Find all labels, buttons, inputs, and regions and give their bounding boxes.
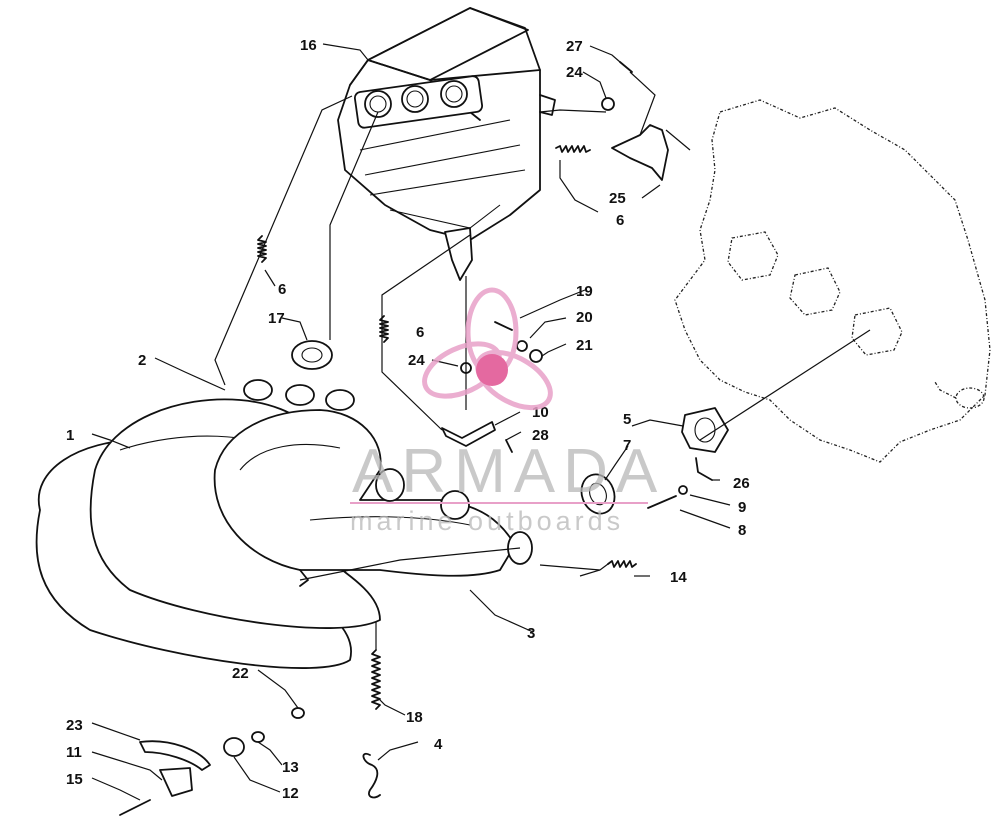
airbox-silencer (337, 7, 556, 281)
callout-11: 11 (66, 744, 82, 761)
hook-4 (362, 752, 381, 799)
callout-4: 4 (434, 736, 443, 753)
leader-lines (91, 43, 871, 801)
bolt-27 (619, 61, 633, 73)
callout-9: 9 (738, 499, 746, 516)
callout-3: 3 (527, 625, 535, 642)
bolt-19 (494, 321, 513, 331)
watermark: ARMADA marine outboards (350, 287, 665, 536)
callout-labels: 16 27 24 25 6 6 17 6 19 20 21 2 24 10 5 … (66, 37, 750, 802)
spring-6-middle (379, 315, 389, 343)
spring-6-upper (555, 145, 591, 153)
spacer-12 (223, 737, 245, 757)
callout-18: 18 (406, 709, 423, 726)
callout-17: 17 (268, 310, 285, 327)
callout-25: 25 (609, 190, 626, 207)
callout-28: 28 (532, 427, 549, 444)
callout-15: 15 (66, 771, 83, 788)
callout-6-left: 6 (278, 281, 286, 298)
callout-2: 2 (138, 352, 146, 369)
callout-13: 13 (282, 759, 299, 776)
callout-21: 21 (576, 337, 593, 354)
washer-22 (291, 707, 305, 719)
bolt-15 (119, 799, 151, 816)
callout-6-mid: 6 (416, 324, 424, 341)
callout-24-mid: 24 (408, 352, 425, 369)
callout-6-top: 6 (616, 212, 624, 229)
watermark-brand: ARMADA (352, 437, 665, 506)
callout-22: 22 (232, 665, 249, 682)
callout-20: 20 (576, 309, 593, 326)
engine-outline (674, 99, 991, 463)
grommet-24-top (601, 97, 615, 111)
bracket-23 (139, 740, 211, 771)
callout-12: 12 (282, 785, 299, 802)
callout-26: 26 (733, 475, 750, 492)
callout-5: 5 (623, 411, 631, 428)
bracket-25 (611, 124, 669, 181)
bolt-28 (505, 439, 513, 453)
washer-20 (516, 340, 528, 352)
flange-5 (681, 407, 729, 453)
callout-8: 8 (738, 522, 746, 539)
bolt-8 (647, 495, 677, 509)
washer-9 (678, 485, 688, 495)
bracket-10 (441, 421, 496, 447)
callout-14: 14 (670, 569, 687, 586)
armada-logo-icon (422, 287, 553, 411)
mount-11 (159, 767, 193, 797)
exhaust-pipes (35, 379, 533, 669)
spring-18 (371, 649, 381, 710)
spring-14 (607, 560, 637, 568)
callout-1: 1 (66, 427, 74, 444)
callout-23: 23 (66, 717, 83, 734)
callout-7: 7 (623, 437, 631, 454)
bracket-26 (695, 457, 713, 481)
callout-19: 19 (576, 283, 593, 300)
bushing-13 (251, 731, 265, 743)
gasket-17 (291, 340, 333, 370)
callout-27: 27 (566, 38, 583, 55)
nut-21 (529, 349, 543, 363)
watermark-tagline: marine outboards (350, 506, 624, 536)
callout-16: 16 (300, 37, 317, 54)
callout-24-top: 24 (566, 64, 583, 81)
